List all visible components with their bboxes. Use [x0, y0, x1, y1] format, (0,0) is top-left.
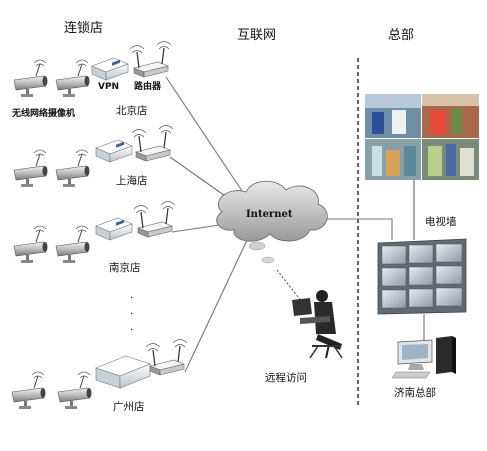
- store-row-shanghai: 上海店: [13, 124, 174, 188]
- dot: .: [130, 305, 133, 317]
- cloud-label: Internet: [246, 209, 293, 220]
- router-icon: [133, 200, 176, 238]
- header-headquarters: 总部: [388, 28, 414, 43]
- camera-icon: [13, 59, 48, 98]
- camera-icon: [13, 225, 48, 264]
- monitor-feed-grid: [365, 94, 479, 180]
- camera-label: 无线网络摄像机: [11, 107, 75, 119]
- camera-icon: [55, 59, 90, 98]
- header-chain-stores: 连锁店: [64, 20, 103, 36]
- router-icon: [145, 338, 188, 376]
- video-wall-icon: [377, 238, 467, 315]
- store-name: 广州店: [113, 400, 145, 413]
- vpn-box-icon: [95, 139, 133, 163]
- camera-icon: [11, 371, 46, 410]
- router-label: 路由器: [134, 80, 162, 92]
- remote-access-label: 远程访问: [265, 371, 307, 384]
- header-internet: 互联网: [237, 28, 276, 43]
- store-name: 上海店: [116, 174, 148, 187]
- store-row-beijing: VPN 路由器 无线网络摄像机 北京店: [11, 40, 172, 119]
- cloud-icon: Internet: [216, 180, 328, 303]
- vpn-box-icon: [91, 57, 129, 81]
- camera-icon: [57, 371, 92, 410]
- router-icon: [129, 40, 172, 78]
- tv-wall-label: 电视墙: [425, 215, 457, 228]
- vpn-label: VPN: [98, 82, 119, 92]
- camera-icon: [55, 225, 90, 264]
- store-name: 北京店: [116, 104, 148, 117]
- store-row-guangzhou: 广州店: [11, 338, 188, 413]
- vpn-box-icon: [95, 217, 133, 241]
- hq-name-label: 济南总部: [394, 386, 436, 399]
- dot: .: [130, 321, 133, 333]
- camera-icon: [55, 149, 90, 188]
- dot: .: [130, 289, 133, 301]
- continuation-dots: . . .: [130, 289, 133, 333]
- store-row-nanjing: 南京店: [13, 200, 176, 274]
- store-name: 南京店: [109, 261, 141, 274]
- person-computer-icon: [292, 290, 343, 359]
- desktop-computer-icon: [391, 336, 456, 379]
- router-icon: [131, 124, 174, 162]
- camera-icon: [13, 149, 48, 188]
